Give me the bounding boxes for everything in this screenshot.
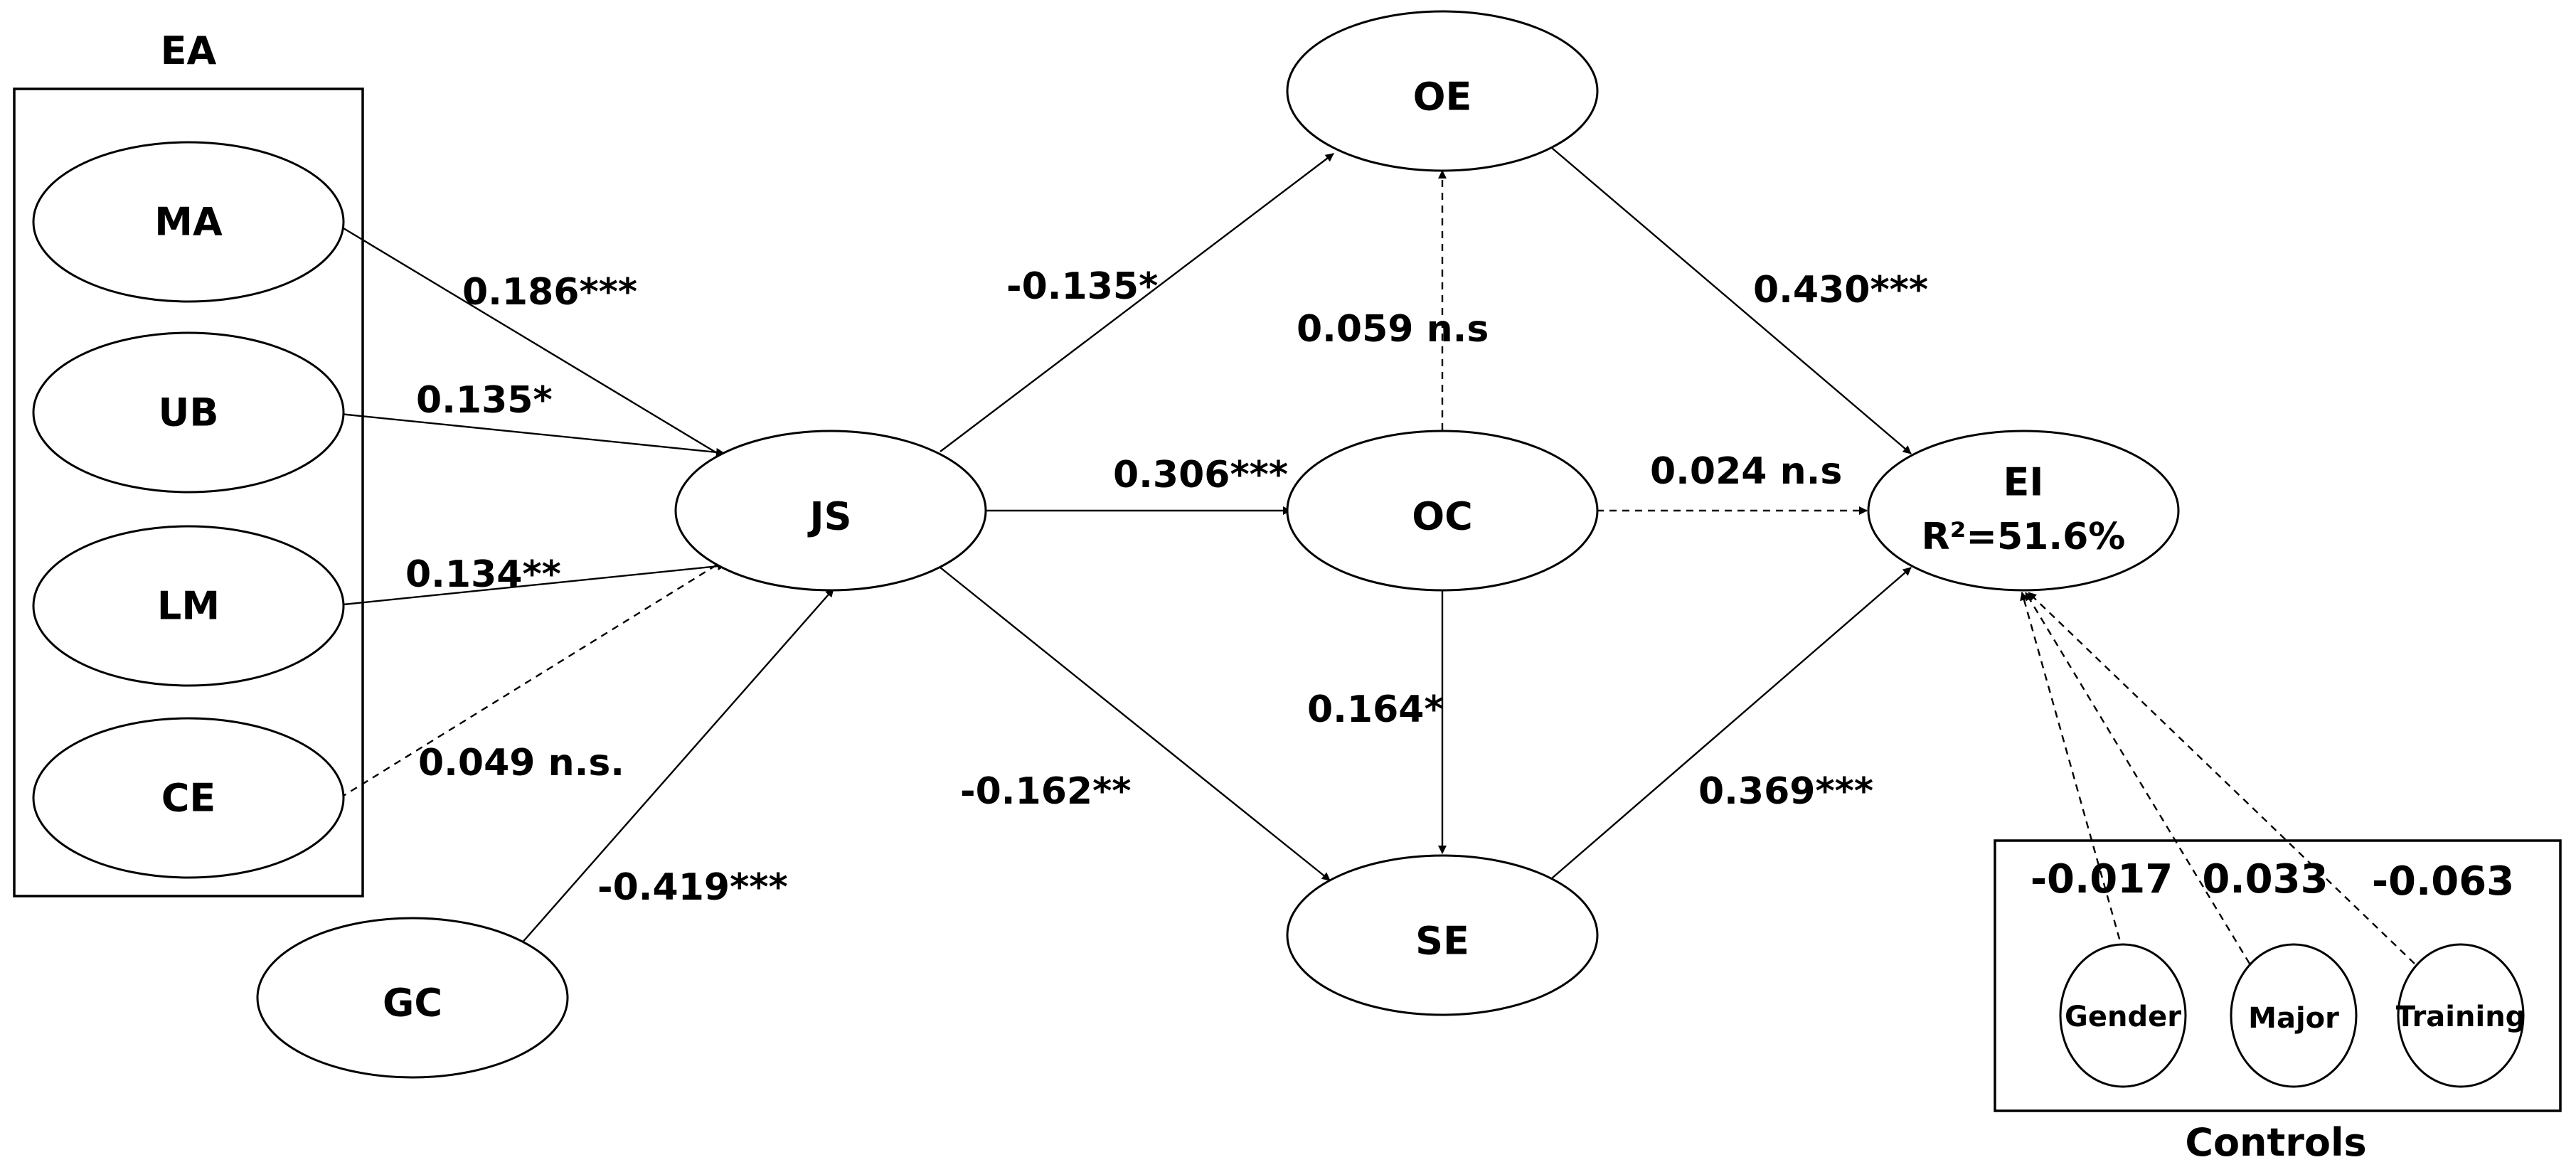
path-label-js-oe: -0.135* <box>1006 265 1158 308</box>
node-ei: EI R²=51.6% <box>1867 430 2180 592</box>
path-label-training-ei: -0.063 <box>2372 858 2514 905</box>
path-label-oc-oe: 0.059 n.s <box>1297 308 1489 351</box>
node-ce-label: CE <box>161 776 216 821</box>
path-label-se-ei: 0.369*** <box>1698 770 1873 813</box>
node-ma-label: MA <box>154 200 223 245</box>
edge-lm-js <box>343 562 726 606</box>
node-gender-label: Gender <box>2065 1001 2181 1033</box>
path-label-oc-se: 0.164* <box>1307 688 1444 731</box>
node-oe: OE <box>1286 10 1599 172</box>
path-label-oe-ei: 0.430*** <box>1753 269 1928 311</box>
node-training-label: Training <box>2396 1001 2526 1033</box>
path-label-gc-js: -0.419*** <box>597 866 788 909</box>
node-oe-label: OE <box>1413 75 1472 119</box>
path-label-major-ei: 0.033 <box>2202 856 2328 902</box>
node-training: Training <box>2396 943 2526 1088</box>
node-oc-label: OC <box>1412 494 1473 539</box>
node-gender: Gender <box>2059 943 2187 1088</box>
edge-major-ei <box>2024 592 2251 964</box>
path-label-oc-ei: 0.024 n.s <box>1650 450 1842 493</box>
controls-group-label: Controls <box>2185 1120 2366 1165</box>
node-ei-r2: R²=51.6% <box>1922 516 2126 558</box>
node-lm-label: LM <box>157 584 220 629</box>
node-oc: OC <box>1286 430 1599 592</box>
edge-js-oe <box>940 153 1334 452</box>
path-label-js-oc: 0.306*** <box>1113 454 1288 496</box>
ea-group-box <box>13 87 364 897</box>
node-js-label: JS <box>807 494 852 539</box>
path-label-ma-js: 0.186*** <box>462 271 637 314</box>
node-se-label: SE <box>1415 919 1469 964</box>
path-label-js-se: -0.162** <box>960 770 1131 813</box>
node-ub-label: UB <box>158 390 218 435</box>
node-ub: UB <box>32 331 345 494</box>
node-ma: MA <box>32 141 345 303</box>
node-js: JS <box>674 430 987 592</box>
edge-se-ei <box>1551 567 1912 879</box>
node-se: SE <box>1286 854 1599 1016</box>
edge-ub-js <box>339 412 725 457</box>
edge-gender-ei <box>2020 592 2124 952</box>
edge-oe-ei <box>1551 147 1912 454</box>
path-label-ub-js: 0.135* <box>416 379 553 422</box>
node-major-label: Major <box>2248 1002 2339 1035</box>
path-label-gender-ei: -0.017 <box>2031 856 2173 902</box>
node-ce: CE <box>32 717 345 879</box>
edge-js-se <box>940 567 1331 881</box>
node-ei-label: EI <box>2003 460 2044 505</box>
node-lm: LM <box>32 525 345 687</box>
controls-group-box <box>1994 839 2562 1112</box>
node-gc: GC <box>256 917 569 1079</box>
node-major: Major <box>2230 943 2358 1088</box>
node-gc-label: GC <box>383 981 442 1026</box>
path-label-ce-js: 0.049 n.s. <box>418 742 624 784</box>
ea-group-label: EA <box>161 28 217 73</box>
edge-ma-js <box>339 225 725 459</box>
edge-gc-js <box>520 588 834 945</box>
edge-training-ei <box>2028 592 2415 964</box>
edge-ce-js <box>339 559 725 799</box>
path-label-lm-js: 0.134** <box>405 553 561 596</box>
